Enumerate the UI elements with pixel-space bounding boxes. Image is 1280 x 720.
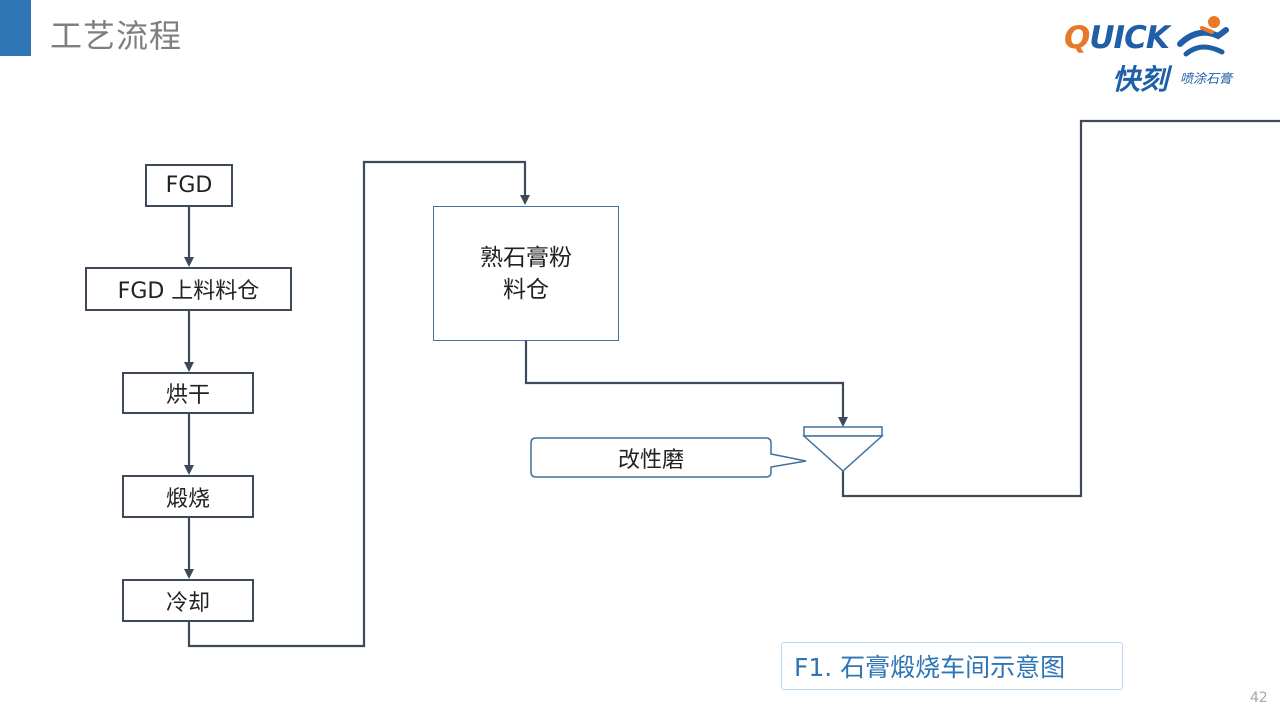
figure-caption: F1. 石膏煅烧车间示意图 (781, 642, 1123, 690)
slide-title: 工艺流程 (50, 17, 183, 55)
company-logo: QUICK 快刻 喷涂石膏 (1060, 12, 1265, 96)
page-number: 42 (1250, 690, 1268, 706)
step-calcining: 煅烧 (122, 475, 254, 518)
step-drying: 烘干 (122, 372, 254, 414)
logo-subtitle: 喷涂石膏 (1180, 72, 1233, 87)
step-fgd: FGD (145, 164, 233, 207)
step-cooling-label: 冷却 (165, 590, 210, 616)
callout-shape (530, 437, 807, 478)
step-calcining-label: 煅烧 (165, 486, 210, 512)
step-fgd-feed-silo: FGD 上料料仓 (85, 267, 292, 311)
mill-callout-label: 改性磨 (617, 447, 684, 473)
logo-brand-text: QUICK (1064, 20, 1170, 56)
step-fgd-label: FGD (165, 173, 213, 198)
runner-mascot-icon (1177, 16, 1229, 57)
plaster-powder-silo-label: 熟石膏粉 料仓 (480, 244, 572, 303)
line-plaster-silo-to-mill (524, 341, 848, 427)
step-fgd-feed-silo-label: FGD 上料料仓 (117, 279, 260, 304)
logo-chinese-name: 快刻 (1112, 63, 1169, 96)
step-drying-label: 烘干 (165, 383, 210, 408)
plaster-powder-silo: 熟石膏粉 料仓 (433, 206, 619, 341)
line-cool-to-plaster-silo (187, 160, 530, 648)
mill-hopper-icon (802, 426, 884, 473)
line-mill-output (841, 119, 1280, 498)
mill-callout: 改性磨 (531, 438, 771, 477)
step-cooling: 冷却 (122, 579, 254, 622)
title-accent-bar (0, 0, 31, 56)
